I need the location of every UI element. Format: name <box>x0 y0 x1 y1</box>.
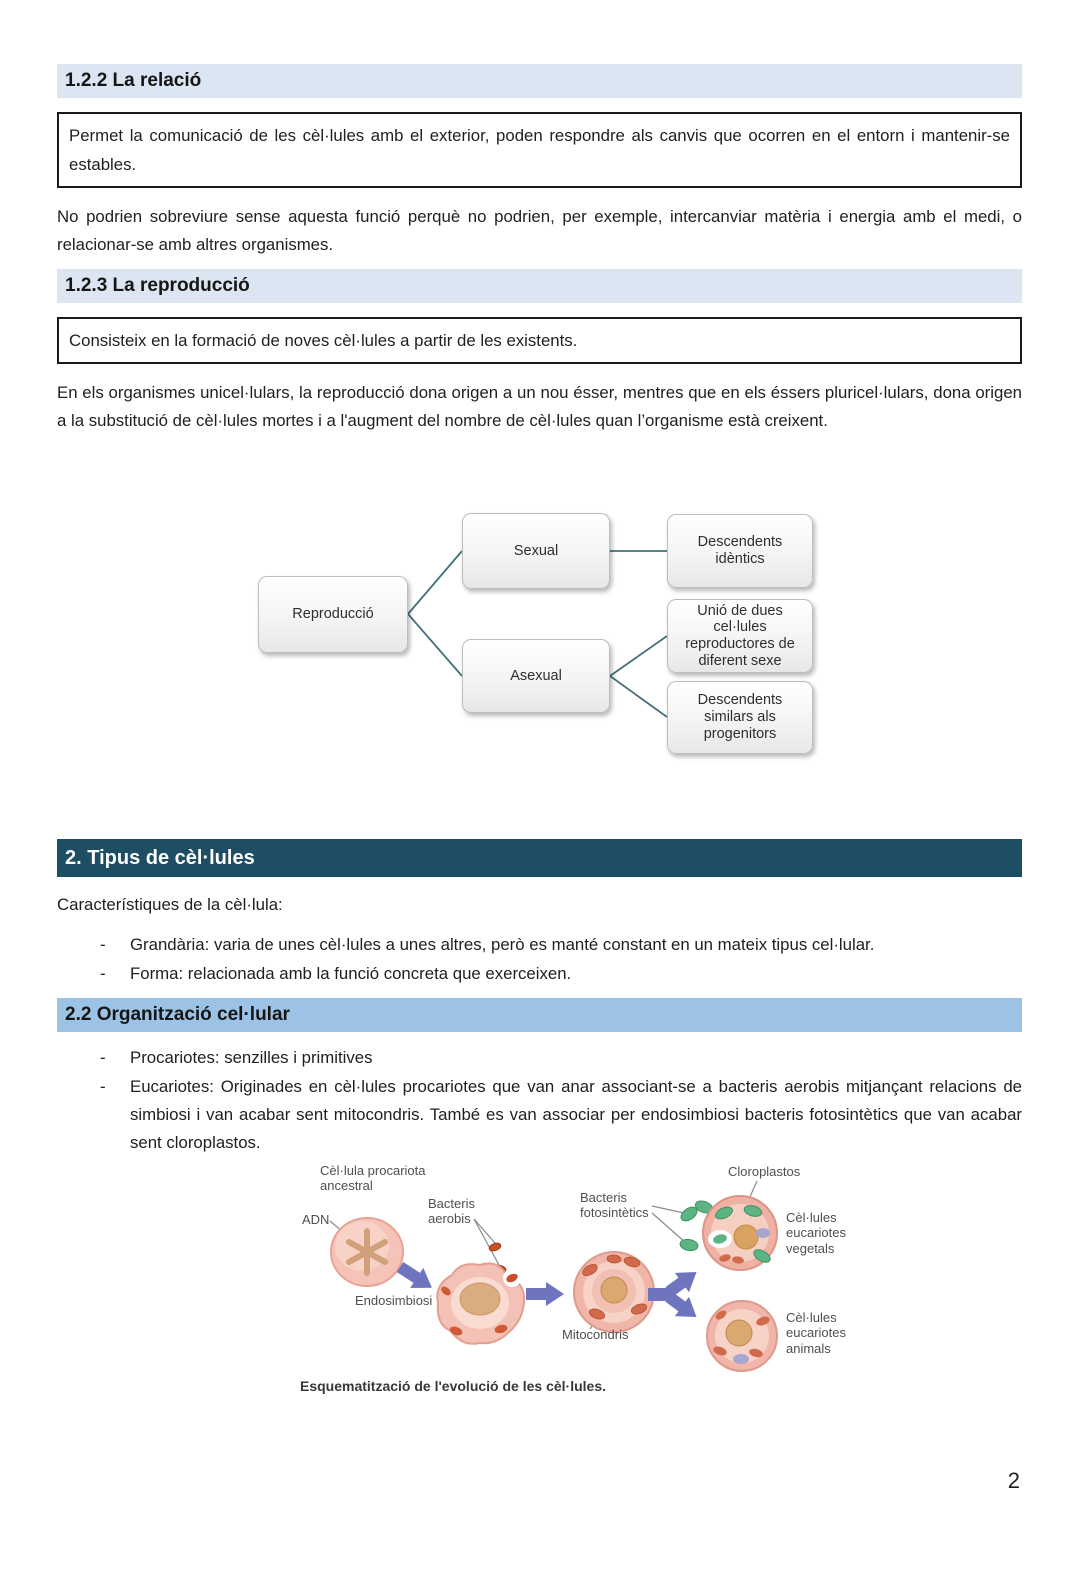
relacio-key-box: Permet la comunicació de les cèl·lules a… <box>57 112 1022 188</box>
connector-asexual-unio <box>609 635 668 677</box>
diagram-node-descendents-identics: Descendents idèntics <box>667 514 813 588</box>
animal-eukaryote-cell-icon <box>706 1300 778 1372</box>
endosymbiosis-cell-icon <box>436 1262 526 1345</box>
bullet-text-procariotes: Procariotes: senzilles i primitives <box>130 1048 373 1067</box>
connector-reproduccio-asexual <box>407 613 463 677</box>
diagram-node-sexual: Sexual <box>462 513 610 589</box>
document-page: 1.2.2 La relació Permet la comunicació d… <box>0 64 1080 1394</box>
section-heading-1-2-2: 1.2.2 La relació <box>57 64 1022 98</box>
figure-caption: Esquematització de l'evolució de les cèl… <box>300 1378 606 1394</box>
diagram-node-descendents-similars: Descendents similars als progenitors <box>667 681 813 754</box>
plant-eukaryote-cell-icon <box>702 1195 778 1271</box>
evolution-arrow-2 <box>526 1282 564 1306</box>
label-adn: ADN <box>302 1212 330 1227</box>
list-item: - Eucariotes: Originades en cèl·lules pr… <box>100 1073 1022 1157</box>
bullet-text-forma: Forma: relacionada amb la funció concret… <box>130 964 572 983</box>
section-heading-2-2: 2.2 Organització cel·lular <box>57 998 1022 1032</box>
bullet-marker: - <box>100 935 106 954</box>
diagram-connector-lines <box>407 550 668 718</box>
tipus-bullet-list: - Grandària: varia de unes cèl·lules a u… <box>57 931 1022 988</box>
reproduccio-paragraph: En els organismes unicel·lulars, la repr… <box>57 383 1022 430</box>
reproduction-diagram: Reproducció Sexual Asexual Descendents i… <box>57 511 1022 759</box>
connector-asexual-similars <box>609 675 668 718</box>
label-cellules-eucariotes-vegetals: Cèl·lules eucariotes vegetals <box>786 1210 846 1256</box>
section-heading-1-2-3: 1.2.3 La reproducció <box>57 269 1022 303</box>
bullet-marker: - <box>100 1077 106 1096</box>
evolution-arrow-1 <box>396 1261 432 1288</box>
label-bacteris-fotosintetics: Bacteris fotosintètics <box>580 1190 649 1221</box>
page-number: 2 <box>1007 1468 1020 1493</box>
relacio-paragraph: No podrien sobreviure sense aquesta func… <box>57 207 1022 254</box>
ancestral-prokaryote-cell-icon <box>330 1217 404 1287</box>
photosynthetic-bacteria-icons <box>679 1200 714 1252</box>
label-endosimbiosi: Endosimbiosi <box>355 1293 433 1308</box>
list-item: - Procariotes: senzilles i primitives <box>100 1044 1022 1072</box>
connector-reproduccio-sexual <box>407 550 463 615</box>
tipus-intro: Característiques de la cèl·lula: <box>57 895 283 914</box>
label-mitocondris: Mitocondris <box>562 1327 629 1342</box>
diagram-node-reproduccio: Reproducció <box>258 576 408 653</box>
cell-evolution-figure: Cèl·lula procariota ancestral ADN Bacter… <box>300 1163 875 1375</box>
branching-arrow <box>648 1272 697 1317</box>
cell-evolution-illustration <box>329 1180 778 1372</box>
diagram-node-unio-cellules: Unió de dues cel·lules reproductores de … <box>667 599 813 673</box>
mitochondria-cell-icon <box>573 1251 655 1333</box>
label-cellules-eucariotes-animals: Cèl·lules eucariotes animals <box>786 1310 846 1356</box>
diagram-node-asexual: Asexual <box>462 639 610 713</box>
organitzacio-bullet-list: - Procariotes: senzilles i primitives - … <box>57 1044 1022 1157</box>
label-bacteris-aerobis: Bacteris aerobis <box>428 1196 475 1227</box>
label-cellula-procariota-ancestral: Cèl·lula procariota ancestral <box>320 1163 426 1194</box>
label-cloroplastos: Cloroplastos <box>728 1164 801 1179</box>
reproduccio-key-box: Consisteix en la formació de noves cèl·l… <box>57 317 1022 364</box>
bullet-text-eucariotes: Eucariotes: Originades en cèl·lules proc… <box>130 1077 1022 1152</box>
list-item: - Forma: relacionada amb la funció concr… <box>100 960 1022 988</box>
bullet-marker: - <box>100 1048 106 1067</box>
bullet-text-grandaria: Grandària: varia de unes cèl·lules a une… <box>130 935 875 954</box>
bullet-marker: - <box>100 964 106 983</box>
section-heading-2: 2. Tipus de cèl·lules <box>57 839 1022 877</box>
dna-strand-icon <box>346 1228 388 1276</box>
list-item: - Grandària: varia de unes cèl·lules a u… <box>100 931 1022 959</box>
